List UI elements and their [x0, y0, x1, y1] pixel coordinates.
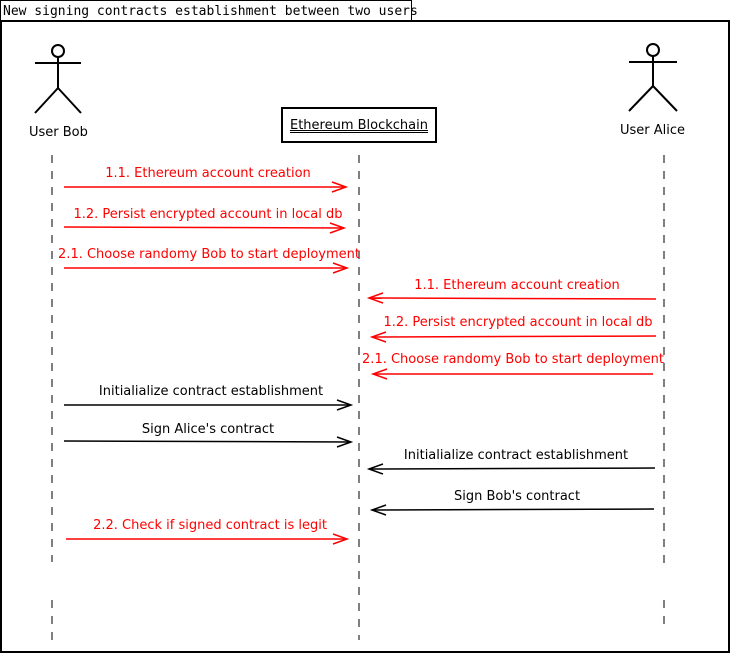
participant-label-blockchain: Ethereum Blockchain [289, 118, 428, 133]
message-arrow [366, 292, 657, 304]
message-label: 2.1. Choose randomy Bob to start deploym… [362, 352, 664, 367]
message-label: 1.1. Ethereum account creation [105, 166, 311, 181]
message-label: 1.2. Persist encrypted account in local … [73, 207, 343, 222]
message-arrow [66, 533, 350, 545]
message-label: Sign Bob's contract [453, 489, 581, 504]
actor-label-bob: User Bob [29, 125, 88, 140]
message-arrow [370, 368, 653, 380]
message-label: Initialialize contract establishment [403, 448, 629, 463]
message-arrow [63, 222, 347, 234]
actor-label-alice: User Alice [620, 123, 686, 138]
message-label: Sign Alice's contract [141, 422, 275, 437]
actor-icon-alice [628, 43, 678, 112]
message-label: Initialialize contract establishment [98, 384, 324, 399]
actor-icon-bob [34, 44, 82, 114]
message-arrow [64, 181, 349, 193]
frame-title: New signing contracts establishment betw… [0, 0, 418, 20]
message-label: 2.2. Check if signed contract is legit [93, 518, 327, 533]
message-label: 2.1. Choose randomy Bob to start deploym… [58, 247, 360, 262]
sequence-frame [0, 20, 730, 653]
message-arrow [369, 331, 657, 343]
message-label: 1.1. Ethereum account creation [414, 278, 620, 293]
message-arrow [63, 436, 354, 448]
message-arrow [64, 399, 354, 411]
message-arrow [369, 504, 655, 516]
message-arrow [64, 262, 350, 274]
message-label: 1.2. Persist encrypted account in local … [383, 315, 653, 330]
participant-blockchain: Ethereum Blockchain [281, 107, 437, 143]
message-arrow [366, 463, 656, 475]
